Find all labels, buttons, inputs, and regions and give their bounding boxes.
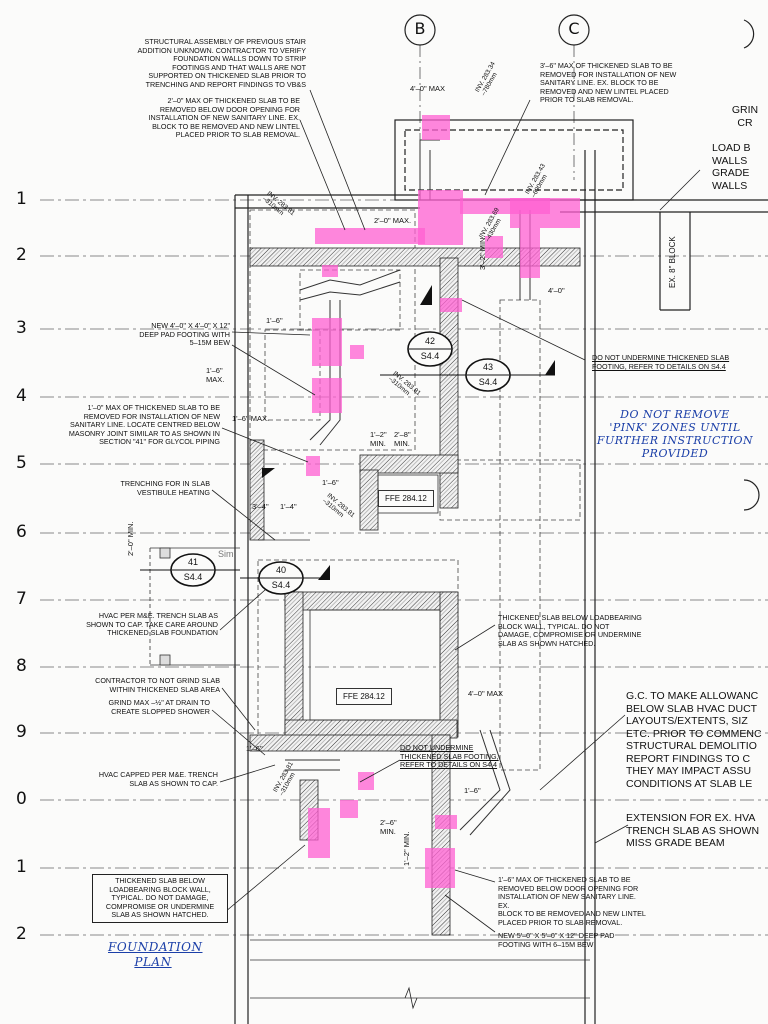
note-thickened-box: THICKENED SLAB BELOW LOADBEARING BLOCK W… [92,874,228,923]
leader-lines [211,89,701,933]
column-bubble-b [404,14,436,46]
note-new-pad-5: NEW 5'–0" x 5'–0" x 12" DEEP PAD FOOTING… [498,931,615,949]
note-gc-allowance: G.C. TO MAKE ALLOWANC BELOW SLAB HVAC DU… [626,690,762,790]
note-do-not-undermine-2: DO NOT UNDERMINE THICKENED SLAB FOOTING,… [400,743,499,770]
note-stair-assembly: STRUCTURAL ASSEMBLY OF PREVIOUS STAIR AD… [137,37,306,89]
column-bubble-c [558,14,590,46]
section-tag-41-sheet: S4.4 [183,572,203,582]
grid-row-label: 9 [16,722,27,742]
dim-4-0-max-top: 4'–0" MAX [410,84,445,93]
grid-row-label: 1 [16,189,27,209]
note-new-pad-4: NEW 4'–0" x 4'–0" x 12" DEEP PAD FOOTING… [139,321,230,348]
note-grin: GRIN CR [731,104,759,129]
ffe-label: FFE 284.12 [336,688,392,705]
section-tag-43-sheet: S4.4 [478,377,498,387]
dim-4-0: 4'–0" [548,286,565,295]
dim-1-2-min-b: 1'–2" MIN. [402,831,411,866]
note-do-not-undermine-1: DO NOT UNDERMINE THICKENED SLAB FOOTING,… [592,353,730,371]
note-slab-2-0: 2'–0" MAX OF THICKENED SLAB TO BE REMOVE… [148,96,301,140]
note-slab-1-6: 1'–6" MAX OF THICKENED SLAB TO BE REMOVE… [498,875,646,927]
dim-1-4: 1'–4" [280,502,297,511]
note-trenching: TRENCHING FOR IN SLAB VESTIBULE HEATING [120,479,210,497]
section-tag-40-num: 40 [275,565,286,575]
dim-1-6-max-a: 1'–6" MAX. [206,366,225,384]
note-slab-3-6: 3'–6" MAX OF THICKENED SLAB TO BE REMOVE… [540,61,677,105]
grid-row-label: 3 [16,318,27,338]
column-label-b: B [414,19,426,38]
dim-1-6-max-b: 1'–6" MAX. [232,414,270,423]
section-tag-43-num: 43 [482,362,493,372]
section-tag-40-sheet: S4.4 [271,580,291,590]
note-hvac-trench: HVAC PER M&E. TRENCH SLAB AS SHOWN TO CA… [86,611,218,638]
dim-3-4: 3'–4" [252,502,269,511]
dim-sim: Sim [218,549,234,559]
dim-2-0-min: 2'–0" MIN. [126,521,135,556]
ffe-label: FFE 284.12 [378,490,434,507]
note-no-grind: CONTRACTOR TO NOT GRIND SLAB WITHIN THIC… [95,676,220,694]
grid-row-label: 2 [16,245,27,265]
dim-2-6-min: 2'–6" MIN. [380,818,397,836]
column-label-c: C [568,19,580,38]
note-extension: EXTENSION FOR EX. HVA TRENCH SLAB AS SHO… [626,812,760,849]
grid-row-label: 7 [16,589,27,609]
grid-row-label: 8 [16,656,27,676]
section-tag-shapes [170,331,511,595]
dim-1-6-a: 1'–6" [266,316,283,325]
dim-1-6-d: 1'–6" [464,786,481,795]
dim-1-6-c: 1'–6" [246,744,263,753]
grid-row-label: 6 [16,522,27,542]
dim-ex-block: EX. 8" BLOCK [668,236,677,288]
section-tag-41-num: 41 [187,557,198,567]
handwritten-pink-zones-note: DO NOT REMOVE 'PINK' ZONES UNTIL FURTHER… [596,408,754,460]
handwritten-title: FOUNDATION PLAN [108,940,203,969]
note-thickened-loadbearing: THICKENED SLAB BELOW LOADBEARING BLOCK W… [498,613,642,648]
note-hvac-capped: HVAC CAPPED PER M&E. TRENCH SLAB AS SHOW… [98,770,218,788]
dim-2-0-max: 2'–0" MAX. [374,216,412,225]
dim-4-0-max-mid: 4'–0" MAX [468,689,503,698]
grid-row-label: 5 [16,453,27,473]
section-tag-42-num: 42 [424,336,435,346]
grid-row-label: 4 [16,386,27,406]
grid-row-label: 2 [16,924,27,944]
dim-2-8-min: 2'–8" MIN. [394,430,411,448]
grid-row-label: 0 [16,789,27,809]
section-tag-42-sheet: S4.4 [420,351,440,361]
note-grind-max: GRIND MAX –½" AT DRAIN TO CREATE SLOPPED… [108,698,210,716]
dim-1-2-min: 1'–2" MIN. [370,430,387,448]
note-slab-1-0: 1'–0" MAX OF THICKENED SLAB TO BE REMOVE… [68,403,220,447]
grid-row-label: 1 [16,857,27,877]
note-load-walls: LOAD B WALLS GRADE WALLS [712,142,751,192]
dim-1-6-b: 1'–6" [322,478,339,487]
